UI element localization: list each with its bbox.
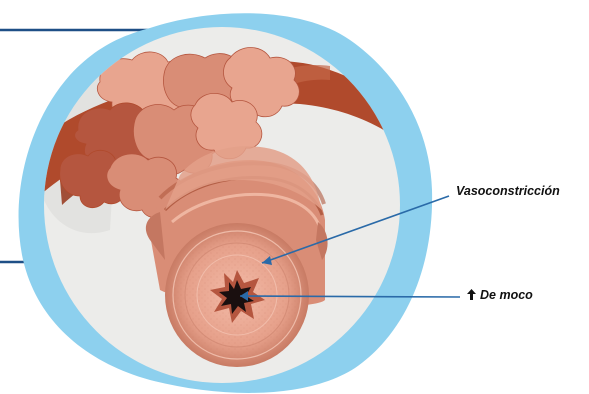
up-arrow-icon bbox=[467, 289, 476, 300]
mucus-label-text: De moco bbox=[480, 288, 533, 302]
airway-cross-section bbox=[165, 223, 309, 367]
mucus-pointer bbox=[240, 296, 460, 297]
vasoconstriction-label: Vasoconstricción bbox=[456, 184, 560, 198]
mucus-label: De moco bbox=[467, 288, 533, 302]
